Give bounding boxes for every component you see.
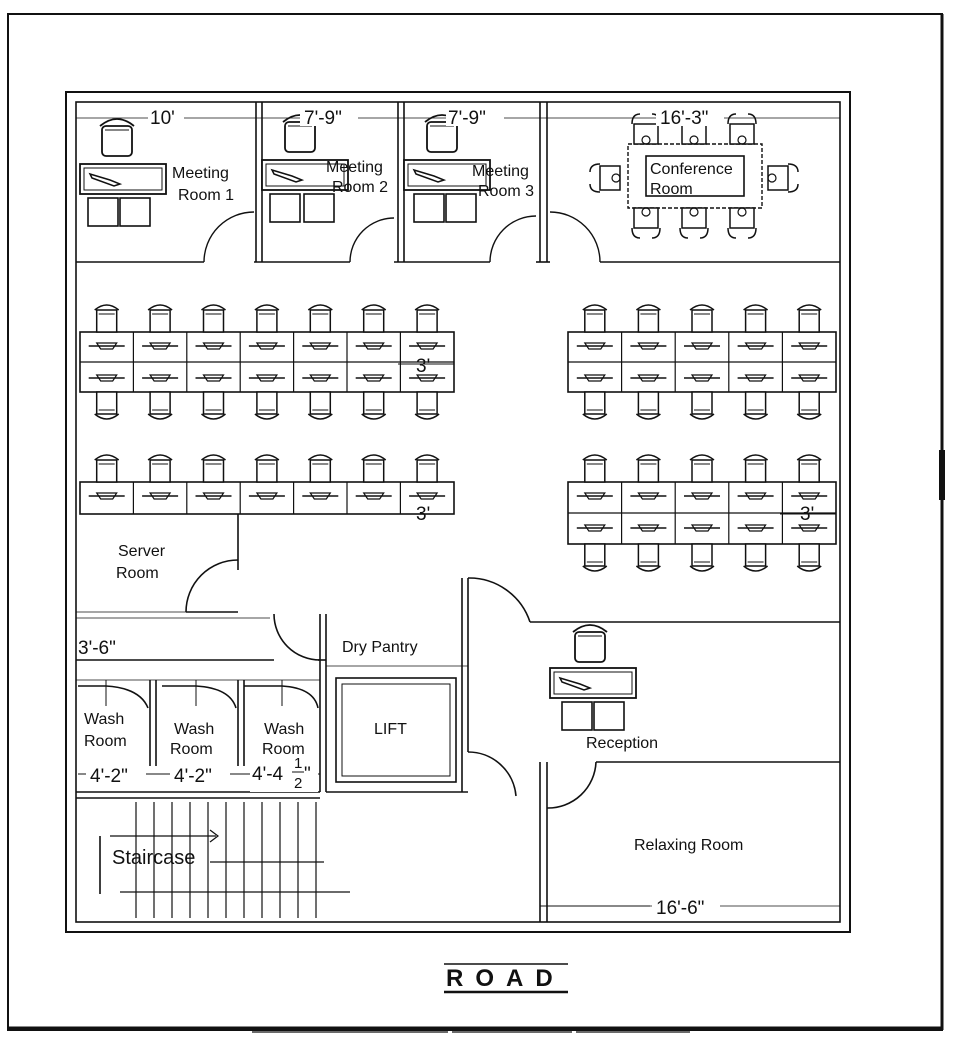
relaxing-room-label: Relaxing Room <box>634 837 743 854</box>
dim-corridor: 3'-6" <box>78 638 116 659</box>
building-outline <box>65 91 851 933</box>
dim-wash-2: 4'-2" <box>174 766 212 787</box>
dimension-lines <box>78 363 836 907</box>
dim-conference: 16'-3" <box>660 108 708 129</box>
wash-room-1-line2: Room <box>84 733 127 750</box>
room-labels: Meeting Room 1 Meeting Room 2 Meeting Ro… <box>84 159 743 869</box>
wash-room-2-line2: Room <box>170 741 213 758</box>
dim-meeting-3: 7'-9" <box>448 108 486 129</box>
conference-room-line1: Conference <box>650 161 733 178</box>
staircase-label: Staircase <box>112 847 195 869</box>
meeting-room-3-line1: Meeting <box>472 163 529 180</box>
dim-wash-3-frac-num: 1 <box>294 755 302 772</box>
staircase-steps <box>99 802 350 918</box>
dim-wash-3: 4'-4 <box>252 764 284 785</box>
dim-desk-c: 3' <box>800 504 814 525</box>
conference-table <box>589 113 799 239</box>
reception-label: Reception <box>586 735 658 752</box>
conference-room-line2: Room <box>650 181 693 198</box>
meeting-room-doors <box>203 211 601 263</box>
meeting-room-2-line2: Room 2 <box>332 179 388 196</box>
dim-meeting-1: 10' <box>150 108 175 129</box>
road-label: ROAD <box>446 965 565 992</box>
server-room-line2: Room <box>116 565 159 582</box>
wash-room-1-line1: Wash <box>84 711 124 728</box>
dim-meeting-2: 7'-9" <box>304 108 342 129</box>
meeting-room-1-line1: Meeting <box>172 165 229 182</box>
internal-walls <box>76 514 840 922</box>
workstations <box>79 304 837 572</box>
meeting-room-3-line2: Room 3 <box>478 183 534 200</box>
dry-pantry-label: Dry Pantry <box>342 639 418 656</box>
wash-room-3-line2: Room <box>262 741 305 758</box>
dim-wash-3-frac-den: 2 <box>294 775 302 792</box>
dim-wash-1: 4'-2" <box>90 766 128 787</box>
wash-room-3-line1: Wash <box>264 721 304 738</box>
dim-desk-b: 3' <box>416 504 430 525</box>
dim-wash-3-inch: " <box>304 764 311 785</box>
dim-desk-a: 3' <box>416 356 430 377</box>
lift-label: LIFT <box>374 721 407 738</box>
dimension-labels: 10' 7'-9" 7'-9" 16'-3" 3' 3' 3' 3'-6" 4'… <box>78 106 814 919</box>
meeting-room-2-line1: Meeting <box>326 159 383 176</box>
wash-room-2-line1: Wash <box>174 721 214 738</box>
server-room-line1: Server <box>118 543 166 560</box>
meeting-room-1-line2: Room 1 <box>178 187 234 204</box>
dim-relaxing: 16'-6" <box>656 898 704 919</box>
